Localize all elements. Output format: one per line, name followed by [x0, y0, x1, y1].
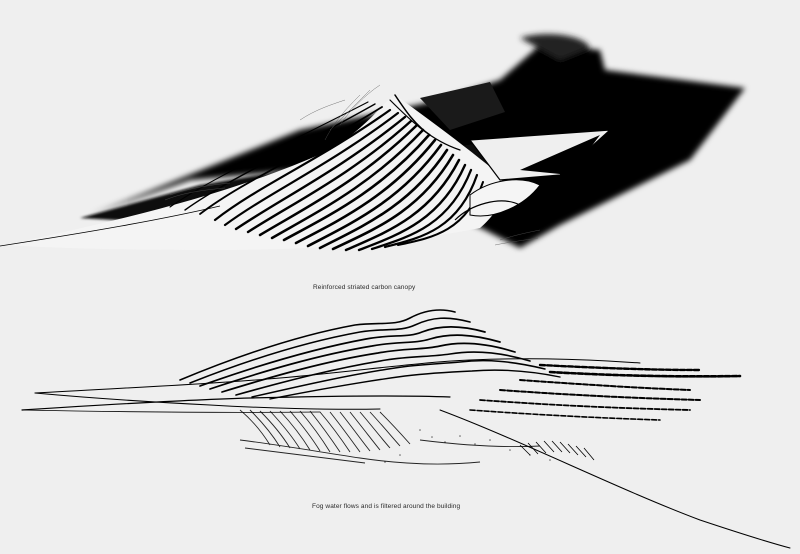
canopy-shell: [5, 95, 504, 250]
canopy-caption: Reinforced striated carbon canopy: [313, 284, 416, 291]
canopy-fibres: [164, 84, 541, 246]
canopy-tip: [420, 82, 612, 221]
canopy-striations: [169, 94, 484, 252]
canopy-edge-line: [0, 205, 221, 247]
diagonal-flow: [519, 440, 595, 461]
fog-caption: Fog water flows and is filtered around t…: [312, 503, 461, 510]
building-outline: [21, 358, 791, 549]
trailing-fins: [469, 363, 742, 421]
fog-particles: [384, 429, 551, 463]
fog-flow-hatching: [239, 409, 541, 465]
ridge-striations: [179, 309, 561, 400]
